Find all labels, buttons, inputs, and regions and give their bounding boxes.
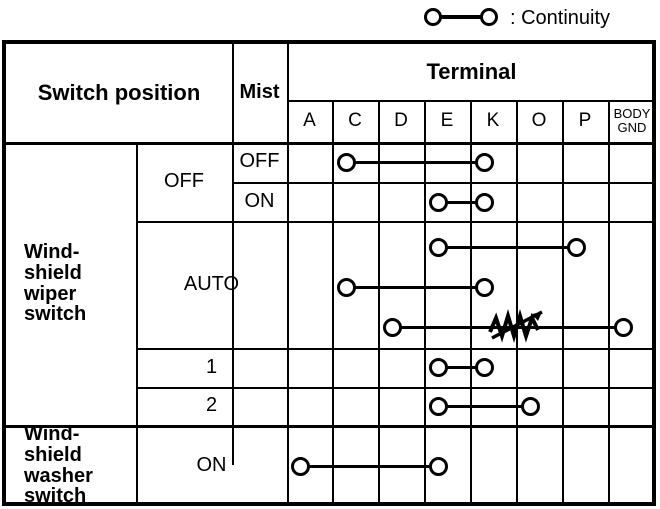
node-terminal-a — [291, 457, 310, 476]
node-terminal-c — [337, 153, 356, 172]
body-gnd-line-2: GND — [617, 120, 647, 135]
header-terminal-k: K — [486, 109, 500, 131]
divider-col-p-gnd — [608, 100, 610, 506]
header-terminal-o: O — [531, 109, 547, 131]
divider-group-wiper-washer — [6, 425, 656, 428]
divider-col-e-k — [470, 100, 472, 506]
divider-mist-terminal — [287, 44, 289, 506]
divider-terminal-header — [287, 100, 656, 102]
washer-line-2: shield — [24, 443, 82, 466]
node-terminal-e — [429, 193, 448, 212]
connector-line-e-k — [438, 201, 484, 204]
table-grid: Switch position Mist Terminal A C D E K … — [6, 44, 656, 507]
node-terminal-k — [475, 193, 494, 212]
header-terminal: Terminal — [426, 59, 517, 85]
legend: : Continuity — [424, 2, 610, 34]
divider-row-off-off — [232, 182, 656, 184]
divider-col-d-e — [424, 100, 426, 506]
node-terminal-k — [475, 153, 494, 172]
divider-name-position — [136, 142, 138, 425]
group-label-washer-switch: Wind- shield washer switch — [6, 424, 136, 507]
header-terminal-d: D — [394, 109, 408, 131]
group-label-wiper-switch: Wind- shield wiper switch — [6, 142, 136, 425]
mist-label-off: OFF — [239, 150, 280, 173]
connector-line-e-p — [438, 246, 576, 249]
variable-resistor-icon — [488, 309, 543, 343]
node-terminal-p — [567, 238, 586, 257]
node-terminal-c — [337, 278, 356, 297]
header-terminal-e: E — [440, 109, 454, 131]
divider-row-1 — [136, 387, 656, 389]
position-label-1: 1 — [205, 355, 218, 378]
position-label-2: 2 — [205, 394, 218, 417]
position-label-auto: AUTO — [183, 272, 240, 295]
connector-line-e-o — [438, 405, 530, 408]
connector-line-c-k — [346, 286, 484, 289]
legend-node-right-icon — [480, 8, 498, 26]
position-label-off: OFF — [164, 169, 204, 192]
legend-label: : Continuity — [510, 6, 611, 29]
divider-col-k-o — [516, 100, 518, 506]
node-terminal-e — [429, 457, 448, 476]
wiper-line-2: shield — [24, 261, 82, 284]
group-label-washer-text: Wind- shield washer switch — [24, 424, 93, 507]
connector-line-d-gnd — [392, 326, 623, 329]
node-terminal-d — [383, 318, 402, 337]
divider-row-off-on — [136, 221, 656, 223]
divider-col-c-d — [378, 100, 380, 506]
wiper-line-4: switch — [24, 303, 87, 326]
continuity-symbol-icon — [424, 7, 502, 29]
header-terminal-c: C — [348, 109, 362, 131]
divider-row-auto — [136, 348, 656, 350]
node-terminal-o — [521, 397, 540, 416]
header-terminal-body-gnd: BODY GND — [608, 100, 656, 142]
header-mist: Mist — [239, 81, 280, 104]
washer-line-4: switch — [24, 485, 87, 508]
body-gnd-line-1: BODY — [613, 106, 651, 122]
header-switch-position: Switch position — [37, 80, 201, 106]
legend-node-left-icon — [424, 8, 442, 26]
node-terminal-k — [475, 358, 494, 377]
node-terminal-body-gnd — [614, 318, 633, 337]
header-terminal-p: P — [578, 109, 592, 131]
wiper-line-3: wiper — [24, 282, 77, 305]
connector-line-e-k — [438, 366, 484, 369]
node-terminal-e — [429, 358, 448, 377]
divider-col-a-c — [332, 100, 334, 506]
continuity-table: Switch position Mist Terminal A C D E K … — [2, 40, 656, 507]
header-terminal-a: A — [303, 109, 316, 131]
mist-label-on: ON — [244, 189, 275, 212]
washer-line-3: washer — [24, 464, 93, 487]
node-terminal-e — [429, 397, 448, 416]
divider-col-o-p — [562, 100, 564, 506]
position-label-washer-on: ON — [196, 453, 227, 476]
divider-washer-name-position — [136, 425, 138, 506]
connector-line-c-k — [346, 161, 484, 164]
divider-header-body — [6, 142, 656, 145]
divider-switch-mist — [232, 44, 234, 465]
node-terminal-e — [429, 238, 448, 257]
legend-connector-line — [438, 15, 486, 19]
washer-line-1: Wind- — [24, 422, 80, 445]
wiper-line-1: Wind- — [24, 240, 80, 263]
connector-line-a-e — [300, 465, 438, 468]
group-label-wiper-text: Wind- shield wiper switch — [24, 242, 86, 325]
node-terminal-k — [475, 278, 494, 297]
